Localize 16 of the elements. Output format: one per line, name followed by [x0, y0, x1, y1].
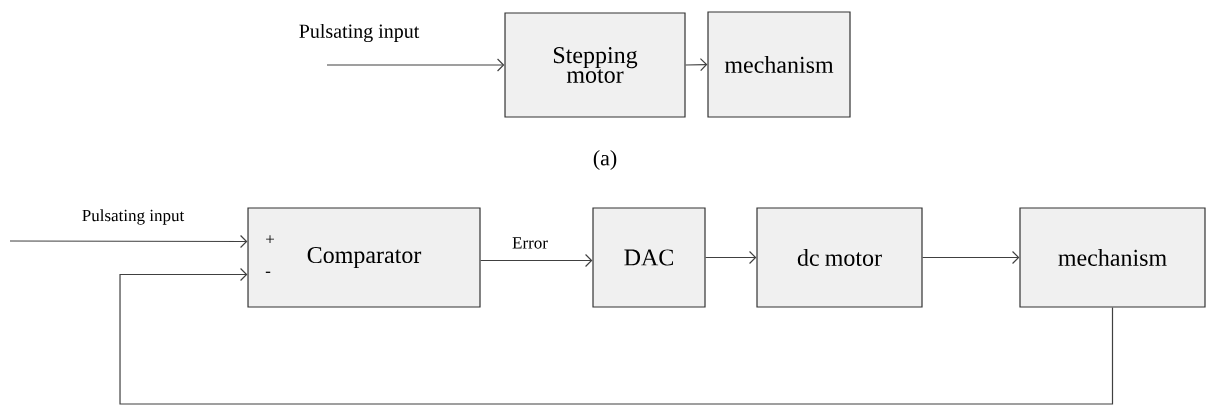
- process-box: DAC: [592, 207, 706, 308]
- arrow: [685, 58, 708, 72]
- arrow: [922, 250, 1020, 265]
- arrow: [705, 250, 757, 265]
- arrow: [480, 253, 593, 268]
- arrow: [119, 267, 1114, 405]
- process-box: mechanism: [1019, 207, 1206, 308]
- arrow: [9, 234, 248, 249]
- panel-label: (a): [593, 150, 617, 170]
- comparator-box: Comparator + -: [247, 207, 481, 308]
- edge-label: Pulsating input: [80, 208, 186, 226]
- arrow: [326, 58, 505, 72]
- edge-label: Error: [511, 236, 549, 250]
- process-box: dc motor: [756, 207, 923, 308]
- process-box: Stepping motor: [504, 12, 686, 118]
- process-box: mechanism: [707, 11, 851, 118]
